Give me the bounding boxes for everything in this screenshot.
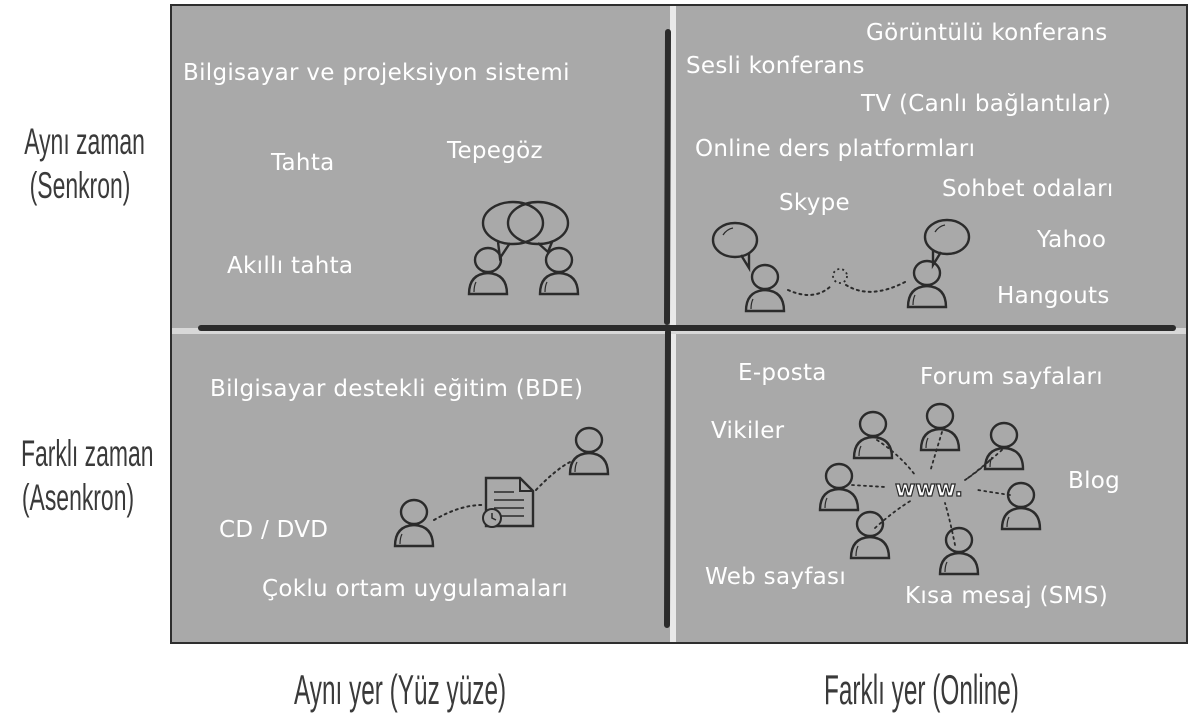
quadrant-different-time-different-place (676, 334, 1186, 642)
row-label-asynchronous-line2: (Asenkron) (21, 477, 135, 518)
item-board: Tahta (271, 150, 335, 176)
vertical-gap (670, 6, 676, 642)
item-sms: Kısa mesaj (SMS) (905, 583, 1108, 609)
column-label-different-place: Farklı yer (Online) (824, 666, 1019, 713)
column-label-same-place: Aynı yer (Yüz yüze) (294, 666, 507, 713)
row-label-synchronous-line2: (Senkron) (29, 165, 131, 206)
item-audio-conference: Sesli konferans (686, 53, 865, 79)
row-label-synchronous: Aynı zaman (Senkron) (24, 120, 145, 208)
row-label-asynchronous: Farklı zaman (Asenkron) (20, 432, 154, 520)
item-overhead-projector: Tepegöz (447, 138, 543, 164)
online-chat-icon (711, 218, 971, 313)
item-email: E-posta (738, 360, 827, 386)
item-tv-live: TV (Canlı bağlantılar) (861, 91, 1112, 117)
quadrant-same-time-same-place (172, 6, 670, 328)
item-forum-pages: Forum sayfaları (920, 364, 1103, 390)
row-label-asynchronous-line1: Farklı zaman (20, 433, 154, 474)
item-blog: Blog (1068, 468, 1121, 494)
item-cd-dvd: CD / DVD (219, 517, 329, 543)
quadrant-same-time-different-place (676, 6, 1186, 328)
item-smart-board: Akıllı tahta (227, 253, 354, 279)
item-video-conference: Görüntülü konferans (866, 20, 1108, 46)
item-wikis: Vikiler (711, 418, 785, 444)
item-skype: Skype (779, 190, 850, 216)
row-label-synchronous-line1: Aynı zaman (24, 121, 145, 162)
quadrant-different-time-same-place (172, 334, 670, 642)
item-computer-projection: Bilgisayar ve projeksiyon sistemi (183, 60, 570, 86)
face-to-face-talk-icon (467, 200, 580, 296)
document-exchange-icon (393, 426, 610, 548)
item-multimedia-applications: Çoklu ortam uygulamaları (262, 576, 568, 602)
quadrant-frame (170, 4, 1188, 644)
item-computer-assisted-education: Bilgisayar destekli eğitim (BDE) (210, 376, 584, 402)
item-hangouts: Hangouts (997, 283, 1110, 309)
item-yahoo: Yahoo (1037, 227, 1107, 253)
www-label: www. (895, 477, 963, 502)
item-online-course-platforms: Online ders platformları (695, 136, 976, 162)
globe-network-icon (818, 402, 1042, 576)
vertical-axis-line (664, 29, 671, 628)
item-chat-rooms: Sohbet odaları (942, 176, 1114, 202)
item-web-page: Web sayfası (705, 564, 847, 590)
